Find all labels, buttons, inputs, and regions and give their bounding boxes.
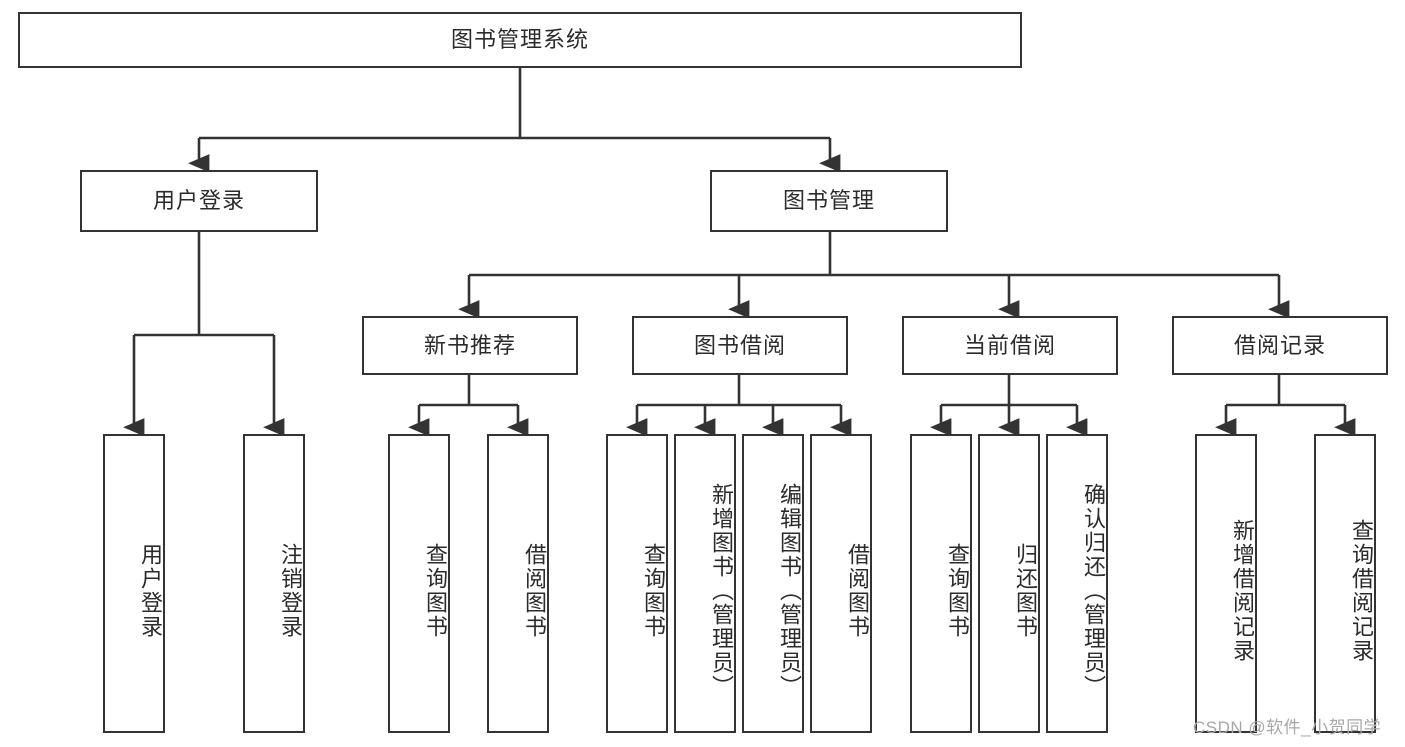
node-current-borrow[interactable]: 当前借阅	[902, 316, 1118, 375]
node-label: 查询图书	[945, 542, 970, 639]
node-label: 借阅图书	[845, 542, 870, 639]
node-label: 图书借阅	[693, 332, 786, 358]
node-leaf-edit-book-admin[interactable]: 编辑图书（管理员）	[742, 434, 804, 733]
node-new-book-recommend[interactable]: 新书推荐	[362, 316, 578, 375]
node-label: 编辑图书（管理员）	[777, 482, 802, 699]
node-leaf-query-book-recommend[interactable]: 查询图书	[388, 434, 450, 733]
node-label: 新书推荐	[423, 332, 516, 358]
node-leaf-query-book-borrow[interactable]: 查询图书	[606, 434, 668, 733]
node-leaf-add-borrow-record[interactable]: 新增借阅记录	[1195, 434, 1257, 733]
node-label: 注销登录	[278, 542, 303, 639]
node-leaf-confirm-return-admin[interactable]: 确认归还（管理员）	[1046, 434, 1108, 733]
node-label: 用户登录	[138, 542, 163, 639]
node-label: 图书管理	[782, 188, 875, 214]
node-label: 图书管理系统	[450, 27, 589, 53]
node-label: 查询图书	[641, 542, 666, 639]
node-label: 确认归还（管理员）	[1081, 482, 1106, 699]
node-label: 查询借阅记录	[1349, 518, 1374, 663]
node-label: 当前借阅	[963, 332, 1056, 358]
node-borrow-record[interactable]: 借阅记录	[1172, 316, 1388, 375]
node-label: 新增图书（管理员）	[709, 482, 734, 699]
node-user-login[interactable]: 用户登录	[80, 170, 318, 232]
node-label: 用户登录	[152, 188, 245, 214]
node-leaf-user-login[interactable]: 用户登录	[103, 434, 165, 733]
node-book-borrow[interactable]: 图书借阅	[632, 316, 848, 375]
watermark-text: CSDN @软件_小贺同学	[1193, 718, 1382, 737]
node-root-book-management-system[interactable]: 图书管理系统	[18, 12, 1022, 68]
node-label: 查询图书	[423, 542, 448, 639]
node-leaf-query-book-current[interactable]: 查询图书	[910, 434, 972, 733]
node-leaf-add-book-admin[interactable]: 新增图书（管理员）	[674, 434, 736, 733]
node-label: 借阅图书	[522, 542, 547, 639]
node-leaf-return-book[interactable]: 归还图书	[978, 434, 1040, 733]
node-label: 借阅记录	[1233, 332, 1326, 358]
node-leaf-borrow-book-recommend[interactable]: 借阅图书	[487, 434, 549, 733]
node-book-management[interactable]: 图书管理	[710, 170, 948, 232]
node-label: 新增借阅记录	[1230, 518, 1255, 663]
node-leaf-query-borrow-record[interactable]: 查询借阅记录	[1314, 434, 1376, 733]
node-leaf-logout[interactable]: 注销登录	[243, 434, 305, 733]
node-leaf-borrow-book[interactable]: 借阅图书	[810, 434, 872, 733]
node-label: 归还图书	[1013, 542, 1038, 639]
